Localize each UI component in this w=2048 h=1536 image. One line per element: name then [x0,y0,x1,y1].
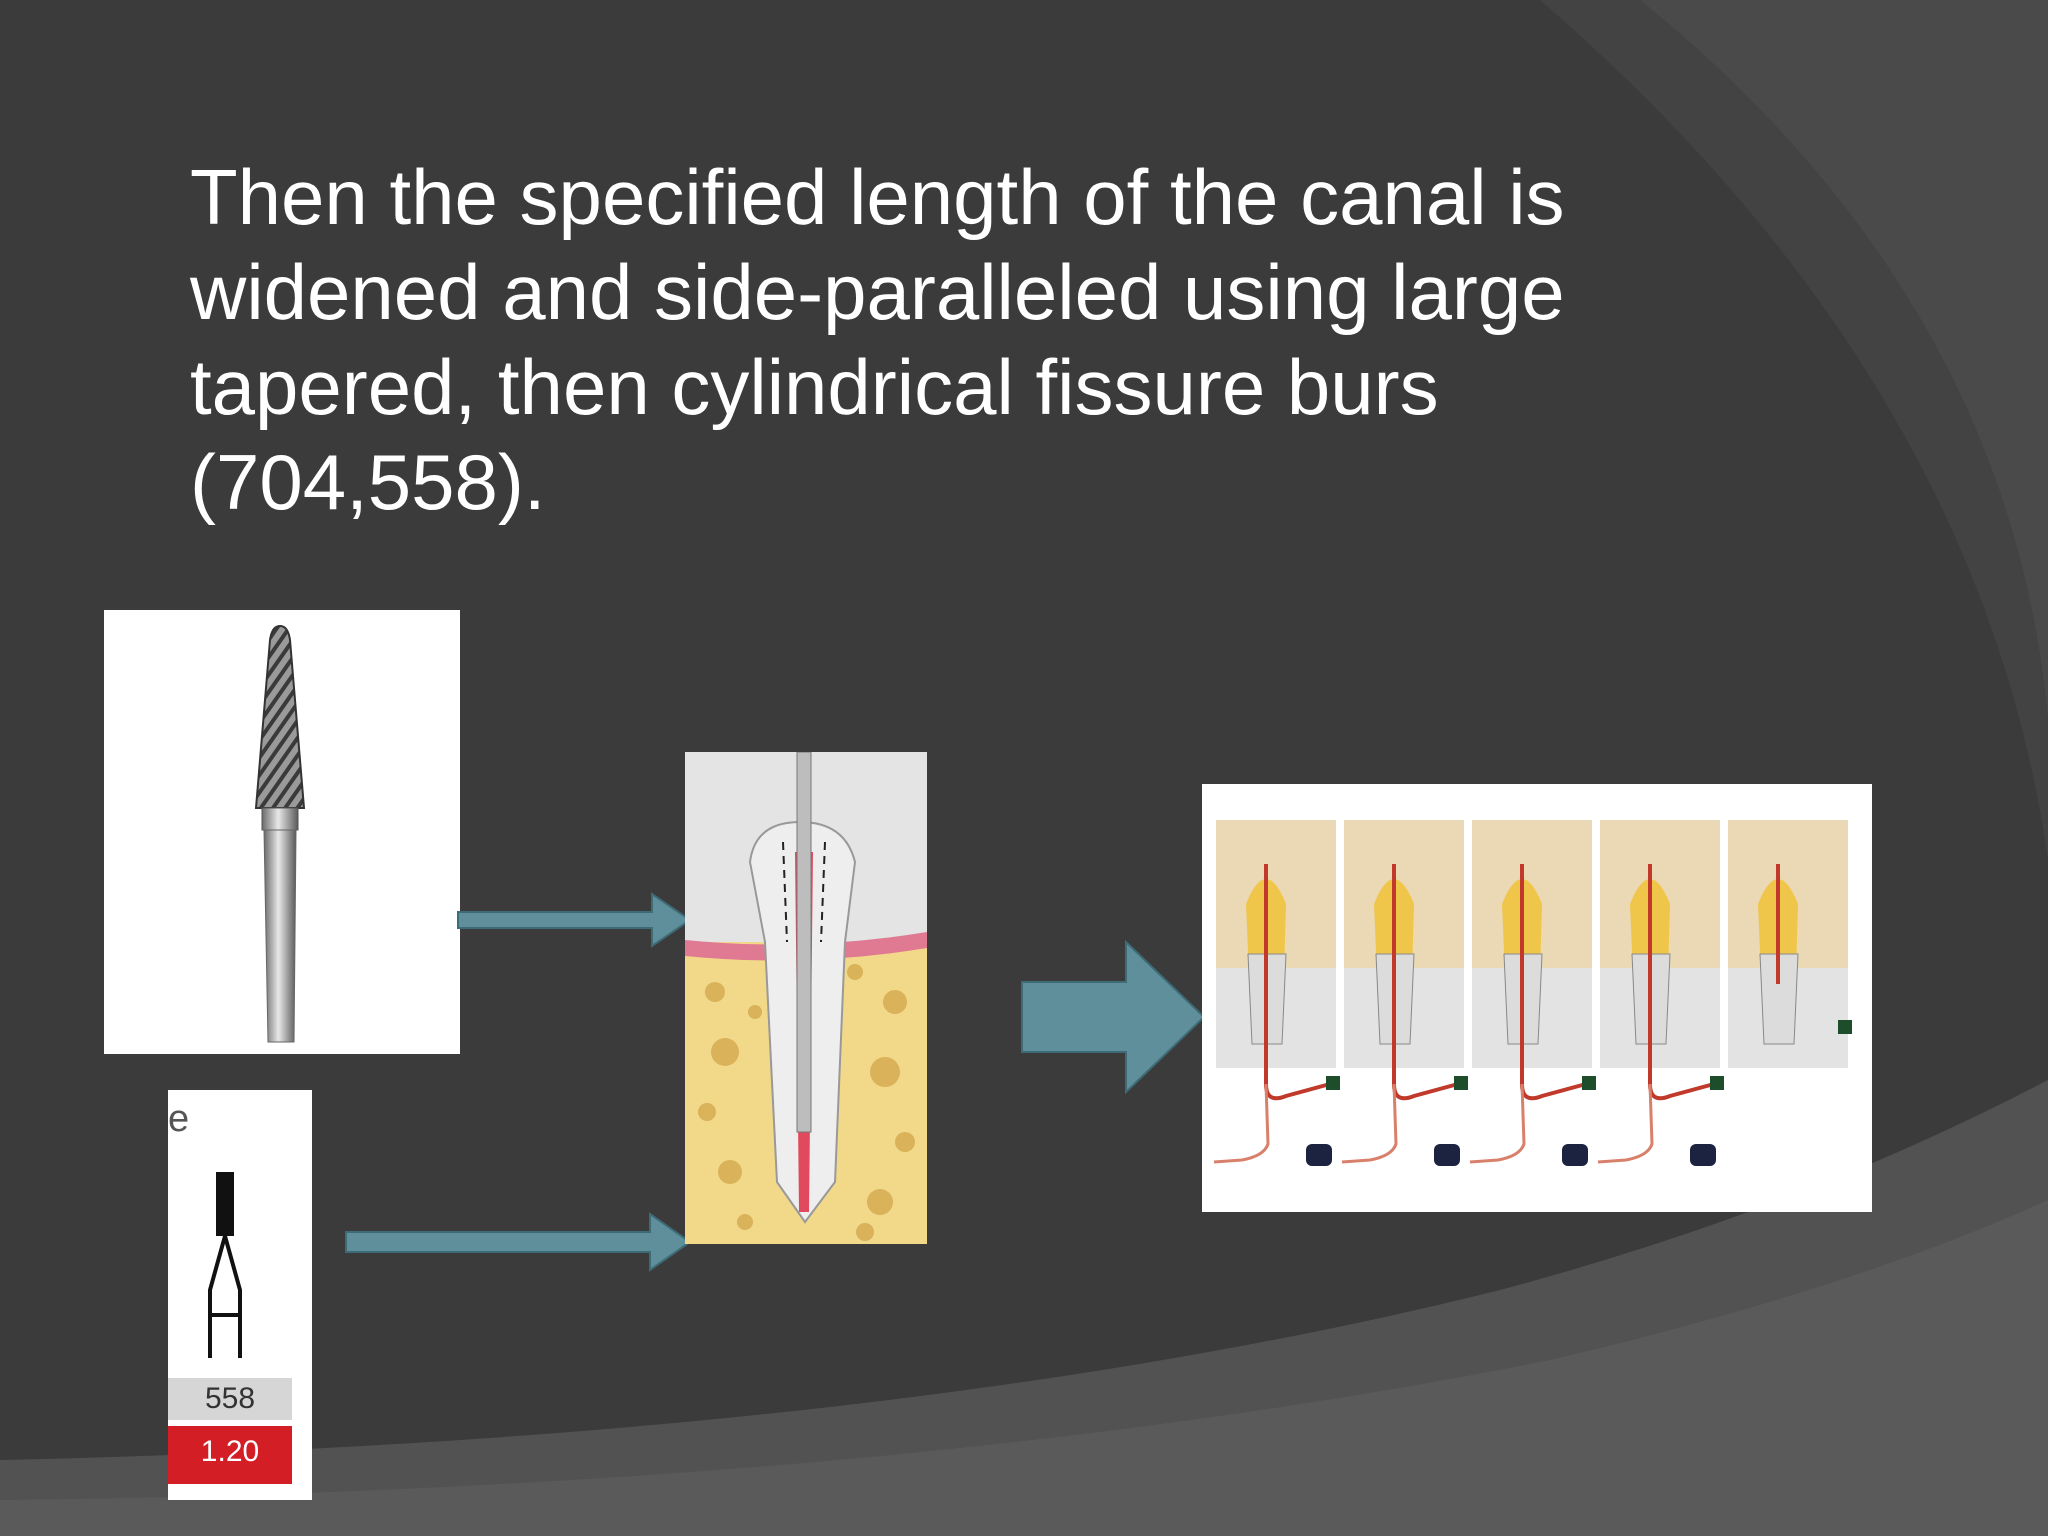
bur-code: B10055B [168,1486,298,1500]
text-line: widened and side-paralleled using large [190,248,1565,336]
bur-number: 558 [168,1378,292,1420]
arrow-right-icon [1021,940,1206,1094]
post-space-sequence-image [1202,784,1872,1212]
tapered-bur-image [104,610,460,1054]
sequence-frame [1213,820,1340,1164]
arrow-right-icon [457,892,692,948]
bur-558-chart: e 558 1.20 B10055B [168,1090,312,1500]
text-line: (704,558). [190,438,546,526]
text-line: tapered, then cylindrical fissure burs [190,343,1439,431]
bur-diameter: 1.20 [168,1426,292,1484]
text-line: Then the specified length of the canal i… [190,153,1565,241]
chart-letter: e [168,1098,190,1140]
slide-body-text: Then the specified length of the canal i… [190,150,1690,530]
canal-widening-illustration [685,752,927,1244]
arrow-right-icon [345,1212,692,1272]
